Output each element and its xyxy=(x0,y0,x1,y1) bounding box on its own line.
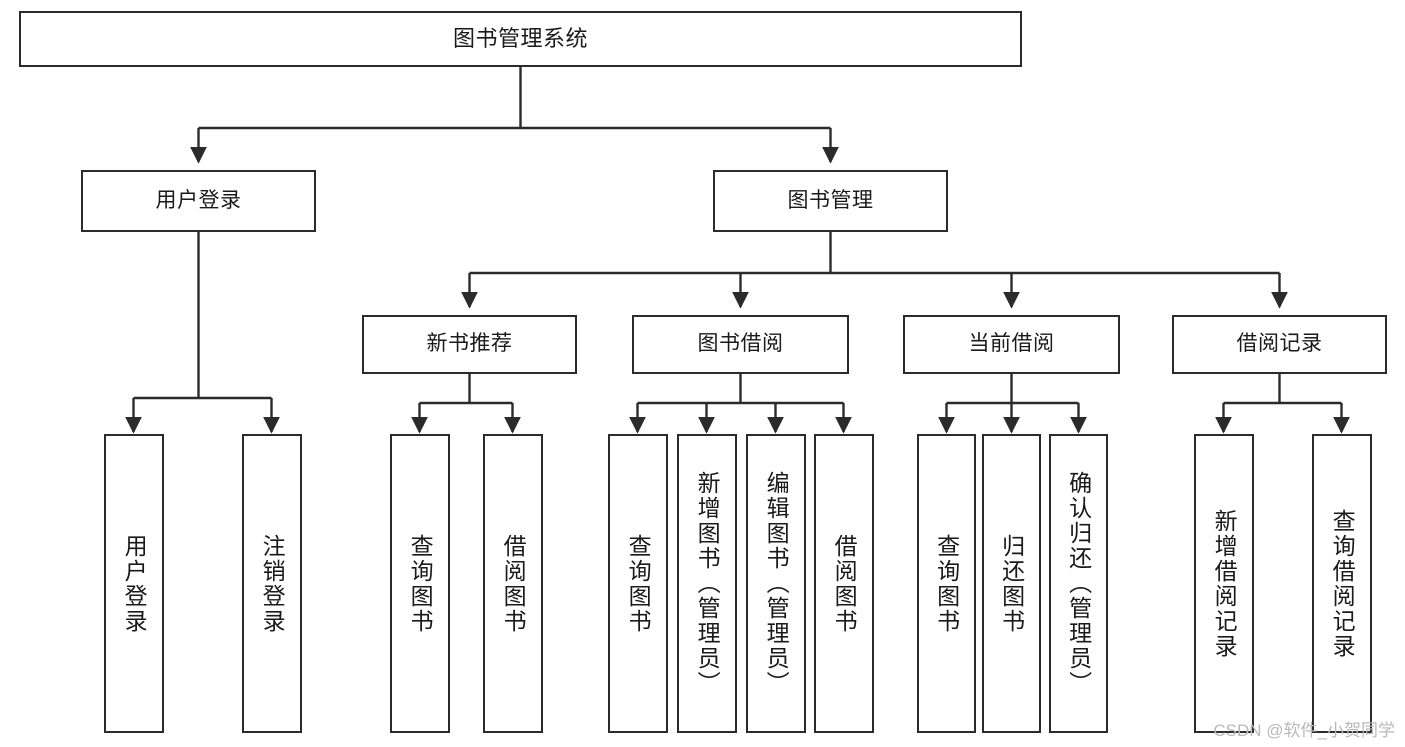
leaf-record-query-borrow-record[interactable]: 查询借阅记录 xyxy=(1312,434,1372,733)
node-label: 查询图书 xyxy=(933,533,960,634)
node-label: 新增图书（管理员） xyxy=(694,471,721,696)
node-label: 图书借阅 xyxy=(697,332,784,356)
node-label: 查询借阅记录 xyxy=(1329,508,1356,659)
leaf-borrow-query-book[interactable]: 查询图书 xyxy=(608,434,668,733)
node-label: 图书管理 xyxy=(787,188,874,212)
leaf-borrow-edit-book-admin[interactable]: 编辑图书（管理员） xyxy=(746,434,806,733)
watermark-text: CSDN @软件_小贺同学 xyxy=(1213,721,1395,740)
node-label: 查询图书 xyxy=(625,533,652,634)
leaf-user-login[interactable]: 用户登录 xyxy=(104,434,164,733)
node-label: 借阅记录 xyxy=(1236,332,1323,356)
leaf-recommend-borrow-book[interactable]: 借阅图书 xyxy=(483,434,543,733)
node-label: 编辑图书（管理员） xyxy=(763,471,790,696)
leaf-current-confirm-return-admin[interactable]: 确认归还（管理员） xyxy=(1049,434,1108,733)
node-label: 新增借阅记录 xyxy=(1211,508,1238,659)
node-book-management[interactable]: 图书管理 xyxy=(713,170,948,232)
node-label: 注销登录 xyxy=(259,533,286,634)
node-root-system[interactable]: 图书管理系统 xyxy=(19,11,1022,67)
node-label: 当前借阅 xyxy=(968,332,1055,356)
leaf-current-query-book[interactable]: 查询图书 xyxy=(917,434,976,733)
node-user-login[interactable]: 用户登录 xyxy=(81,170,316,232)
node-label: 图书管理系统 xyxy=(452,26,588,52)
node-label: 借阅图书 xyxy=(500,533,527,634)
node-current-borrow[interactable]: 当前借阅 xyxy=(903,315,1120,374)
node-label: 用户登录 xyxy=(155,188,242,212)
leaf-borrow-add-book-admin[interactable]: 新增图书（管理员） xyxy=(677,434,737,733)
node-label: 归还图书 xyxy=(998,533,1025,634)
leaf-recommend-query-book[interactable]: 查询图书 xyxy=(390,434,450,733)
node-borrow-record[interactable]: 借阅记录 xyxy=(1172,315,1387,374)
node-label: 查询图书 xyxy=(407,533,434,634)
node-label: 新书推荐 xyxy=(426,332,513,356)
node-new-book-recommend[interactable]: 新书推荐 xyxy=(362,315,577,374)
leaf-logout-login[interactable]: 注销登录 xyxy=(242,434,302,733)
node-book-borrow[interactable]: 图书借阅 xyxy=(632,315,849,374)
node-label: 确认归还（管理员） xyxy=(1065,471,1092,696)
leaf-current-return-book[interactable]: 归还图书 xyxy=(982,434,1041,733)
leaf-record-add-borrow-record[interactable]: 新增借阅记录 xyxy=(1194,434,1254,733)
node-label: 用户登录 xyxy=(121,533,148,634)
leaf-borrow-borrow-book[interactable]: 借阅图书 xyxy=(814,434,874,733)
node-label: 借阅图书 xyxy=(831,533,858,634)
